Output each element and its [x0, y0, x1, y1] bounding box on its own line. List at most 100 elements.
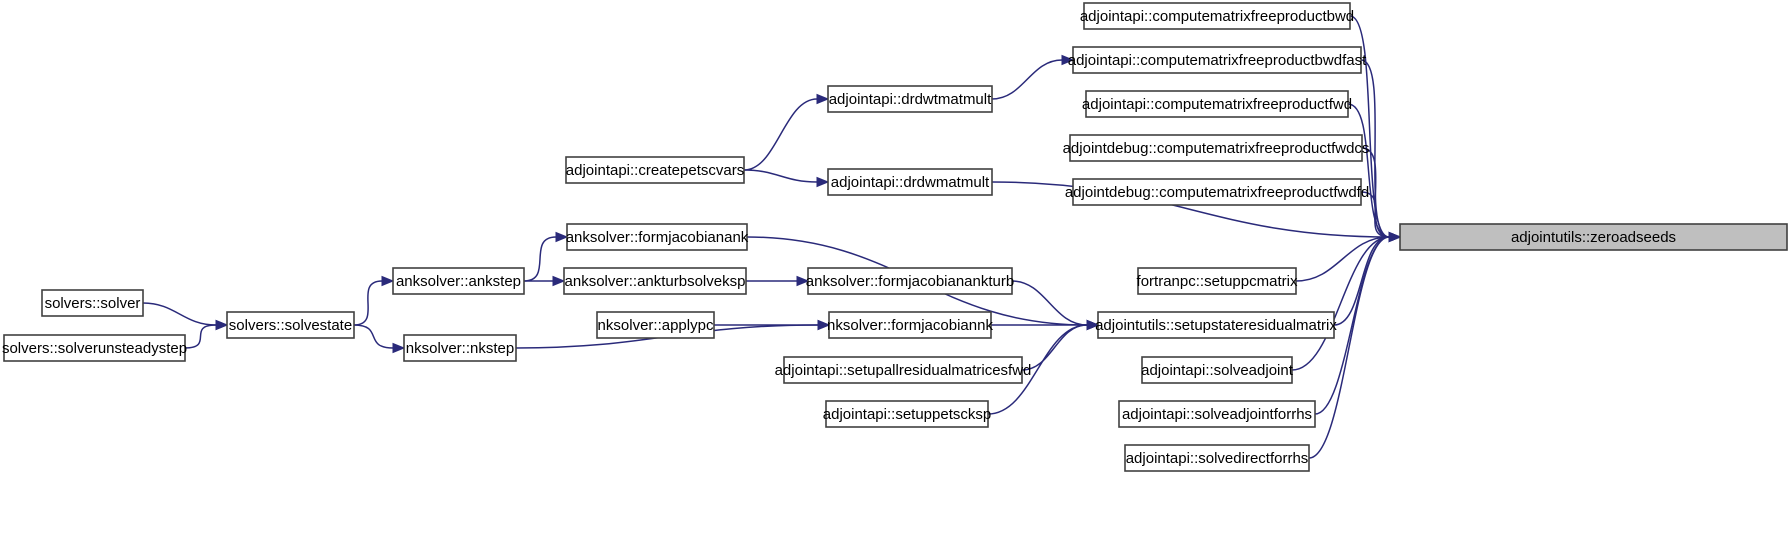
graph-node-fortranpc-setuppcmatrix[interactable]: fortranpc::setuppcmatrix: [1137, 267, 1298, 295]
node-box[interactable]: [828, 311, 992, 339]
call-edge: [1291, 236, 1390, 371]
graph-node-adjointapi-drdwtmatmult[interactable]: adjointapi::drdwtmatmult: [827, 85, 993, 113]
node-box[interactable]: [827, 168, 993, 196]
node-box[interactable]: [1141, 356, 1293, 384]
node-label: adjointapi::solveadjointforrhs: [1122, 406, 1312, 423]
call-edge: [1295, 236, 1390, 282]
node-box[interactable]: [1097, 311, 1335, 339]
graph-node-nksolver-nkstep[interactable]: nksolver::nkstep: [403, 334, 517, 362]
node-box[interactable]: [1069, 134, 1363, 162]
node-box[interactable]: [41, 289, 144, 317]
node-label: adjointapi::solveadjoint: [1141, 362, 1294, 379]
graph-node-adjointapi-solveadjoint[interactable]: adjointapi::solveadjoint: [1141, 356, 1294, 384]
call-edge: [1333, 236, 1390, 326]
node-box[interactable]: [1124, 444, 1310, 472]
node-label: anksolver::formjacobianank: [566, 229, 749, 246]
graph-node-nksolver-formjacobiannk[interactable]: nksolver::formjacobiannk: [827, 311, 993, 339]
graph-node-adjointapi-solveadjointforrhs[interactable]: adjointapi::solveadjointforrhs: [1118, 400, 1316, 428]
call-edge: [991, 181, 1390, 238]
node-box[interactable]: [1137, 267, 1297, 295]
node-box[interactable]: [1072, 178, 1362, 206]
node-label: adjointapi::drdwtmatmult: [829, 91, 992, 108]
node-box[interactable]: [1118, 400, 1316, 428]
call-edge: [523, 236, 557, 282]
graph-node-adjointapi-computematrixfreeproductbwd[interactable]: adjointapi::computematrixfreeproductbwd: [1080, 2, 1354, 30]
call-edge-arrowhead: [1061, 54, 1075, 66]
node-box[interactable]: [596, 311, 715, 339]
call-edge: [142, 302, 217, 326]
node-box[interactable]: [392, 267, 525, 295]
call-edge-arrowhead: [1086, 319, 1100, 331]
graph-node-adjointapi-solvedirectforrhs[interactable]: adjointapi::solvedirectforrhs: [1124, 444, 1310, 472]
node-box[interactable]: [403, 334, 517, 362]
call-edge: [1011, 280, 1088, 326]
call-edge-arrowhead: [1388, 231, 1402, 243]
call-edge: [1360, 191, 1390, 238]
graph-node-adjointapi-computematrixfreeproductfwd[interactable]: adjointapi::computematrixfreeproductfwd: [1082, 90, 1352, 118]
graph-node-anksolver-formjacobianankturb[interactable]: anksolver::formjacobianankturb: [806, 267, 1014, 295]
node-label: solvers::solverunsteadystep: [2, 340, 187, 357]
node-box-highlighted[interactable]: [1399, 223, 1788, 251]
call-edge: [743, 98, 818, 171]
node-label: solvers::solvestate: [229, 317, 352, 334]
node-label: adjointutils::setupstateresidualmatrix: [1095, 317, 1337, 334]
node-label: anksolver::formjacobianankturb: [806, 273, 1014, 290]
call-edge: [353, 280, 383, 326]
node-box[interactable]: [566, 223, 748, 251]
node-label: anksolver::ankturbsolveksp: [565, 273, 746, 290]
node-box[interactable]: [563, 267, 747, 295]
graph-node-anksolver-ankturbsolveksp[interactable]: anksolver::ankturbsolveksp: [563, 267, 747, 295]
node-box[interactable]: [1072, 46, 1362, 74]
graph-node-solvers-solver[interactable]: solvers::solver: [41, 289, 144, 317]
call-edge: [1347, 103, 1390, 238]
call-edge-arrowhead: [817, 319, 831, 331]
call-edge: [991, 59, 1063, 100]
graph-node-adjointdebug-computematrixfreeproductfwdcs[interactable]: adjointdebug::computematrixfreeproductfw…: [1063, 134, 1370, 162]
graph-node-anksolver-formjacobianank[interactable]: anksolver::formjacobianank: [566, 223, 749, 251]
node-box[interactable]: [3, 334, 186, 362]
graph-node-adjointutils-zeroadseeds[interactable]: adjointutils::zeroadseeds: [1399, 223, 1788, 251]
call-edge-arrowhead: [392, 342, 406, 354]
node-label: adjointapi::solvedirectforrhs: [1126, 450, 1309, 467]
graph-node-adjointapi-computematrixfreeproductbwdfast[interactable]: adjointapi::computematrixfreeproductbwdf…: [1068, 46, 1367, 74]
graph-node-adjointutils-setupstateresidualmatrix[interactable]: adjointutils::setupstateresidualmatrix: [1095, 311, 1337, 339]
node-label: nksolver::nkstep: [406, 340, 514, 357]
call-edge-arrowhead: [816, 176, 830, 188]
node-label: nksolver::formjacobiannk: [827, 317, 993, 334]
node-box[interactable]: [1085, 90, 1349, 118]
node-label: adjointdebug::computematrixfreeproductfw…: [1063, 140, 1370, 157]
edges-layer: [142, 15, 1402, 459]
node-label: adjointapi::setuppetscksp: [823, 406, 991, 423]
call-edge-arrowhead: [555, 231, 569, 243]
call-edge-arrowhead: [215, 319, 229, 331]
call-edge: [743, 169, 818, 183]
node-box[interactable]: [827, 85, 993, 113]
node-label: nksolver::applypc: [598, 317, 714, 334]
graph-node-anksolver-ankstep[interactable]: anksolver::ankstep: [392, 267, 525, 295]
graph-node-adjointapi-drdwmatmult[interactable]: adjointapi::drdwmatmult: [827, 168, 993, 196]
node-box[interactable]: [783, 356, 1023, 384]
graph-node-adjointapi-setupallresidualmatricesfwd[interactable]: adjointapi::setupallresidualmatricesfwd: [775, 356, 1032, 384]
call-edge-arrowhead: [796, 275, 810, 287]
node-label: anksolver::ankstep: [396, 273, 521, 290]
graph-node-adjointapi-createpetscvars[interactable]: adjointapi::createpetscvars: [565, 156, 745, 184]
node-label: adjointapi::computematrixfreeproductfwd: [1082, 96, 1352, 113]
graph-node-adjointapi-setuppetscksp[interactable]: adjointapi::setuppetscksp: [823, 400, 991, 428]
node-box[interactable]: [565, 156, 745, 184]
node-label: fortranpc::setuppcmatrix: [1137, 273, 1298, 290]
call-edge-arrowhead: [381, 275, 395, 287]
graph-node-adjointdebug-computematrixfreeproductfwdfd[interactable]: adjointdebug::computematrixfreeproductfw…: [1065, 178, 1369, 206]
node-box[interactable]: [1083, 2, 1351, 30]
graph-node-nksolver-applypc[interactable]: nksolver::applypc: [596, 311, 715, 339]
node-box[interactable]: [226, 311, 355, 339]
node-label: solvers::solver: [45, 295, 141, 312]
node-label: adjointapi::setupallresidualmatricesfwd: [775, 362, 1032, 379]
call-edge: [353, 324, 394, 349]
graph-node-solvers-solverunsteadystep[interactable]: solvers::solverunsteadystep: [2, 334, 187, 362]
call-edge-arrowhead: [816, 93, 830, 105]
nodes-layer: adjointapi::computematrixfreeproductbwda…: [2, 2, 1788, 472]
node-box[interactable]: [807, 267, 1013, 295]
graph-node-solvers-solvestate[interactable]: solvers::solvestate: [226, 311, 355, 339]
node-box[interactable]: [825, 400, 989, 428]
